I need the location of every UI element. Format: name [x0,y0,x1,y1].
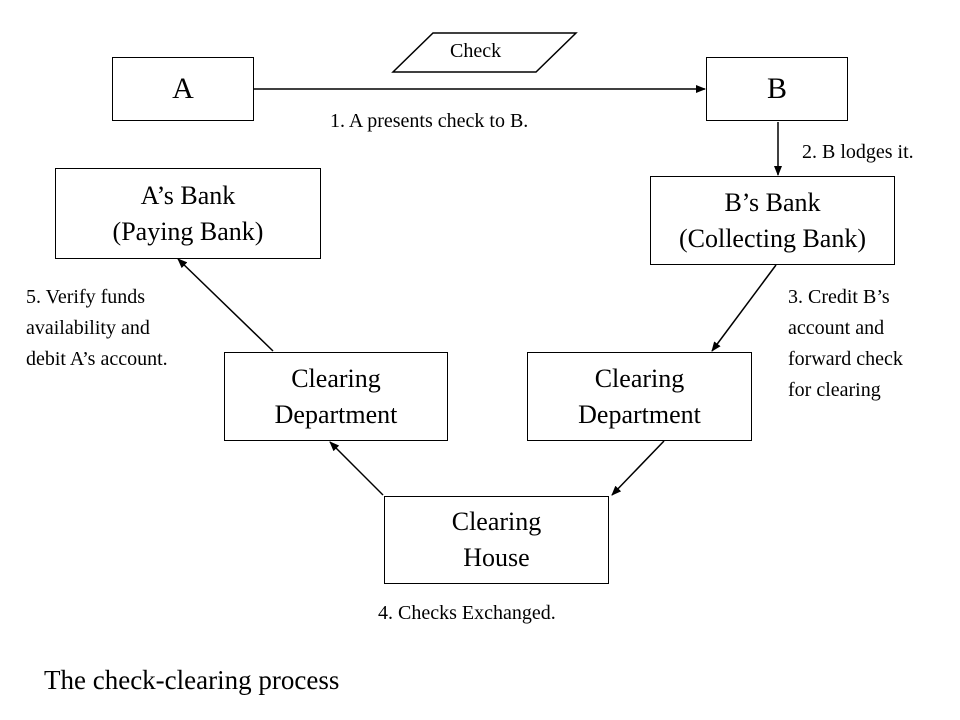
step4-label: 4. Checks Exchanged. [378,602,556,624]
step3-label: 3. Credit B’s account and forward check … [788,282,903,406]
step1-label: 1. A presents check to B. [330,110,529,132]
check-parallelogram [391,32,578,73]
node-a-label: A [172,72,194,105]
check-label: Check [450,40,502,62]
clearing-dept-right-line1: Clearing [594,363,685,393]
step5-line3: debit A’s account. [26,348,168,370]
step3-line1: 3. Credit B’s [788,286,890,308]
b-bank-title: B’s Bank [724,187,821,217]
clearing-dept-left-line2: Department [274,399,398,429]
node-clearing-house: Clearing House [384,496,609,584]
node-b-label: B [766,72,787,105]
step5-line2: availability and [26,317,150,339]
b-bank-subtitle: (Collecting Bank) [678,223,866,253]
arrow-clearing-left-to-abank [177,258,274,352]
arrow-clearing-right-to-house [611,440,665,496]
clearing-house-line2: House [463,543,530,572]
node-clearing-dept-left: Clearing Department [224,352,448,441]
node-clearing-dept-right: Clearing Department [527,352,752,441]
clearing-house-line1: Clearing [451,507,542,536]
arrow-house-to-clearing-left [329,441,384,496]
node-b: B [706,57,848,121]
a-bank-subtitle: (Paying Bank) [112,216,264,246]
node-b-bank: B’s Bank (Collecting Bank) [650,176,895,265]
node-a-bank: A’s Bank (Paying Bank) [55,168,321,259]
clearing-dept-left-line1: Clearing [291,363,381,393]
step3-line4: for clearing [788,379,881,401]
step3-line2: account and [788,317,885,339]
arrow-bbank-to-clearing-right [711,264,777,352]
step3-line3: forward check [788,348,903,370]
a-bank-title: A’s Bank [140,180,236,210]
step5-line1: 5. Verify funds [26,286,146,308]
step5-label: 5. Verify funds availability and debit A… [26,282,168,375]
diagram-caption: The check-clearing process [44,665,340,695]
node-a: A [112,57,254,121]
step2-label: 2. B lodges it. [802,141,914,163]
clearing-dept-right-line2: Department [578,399,701,429]
